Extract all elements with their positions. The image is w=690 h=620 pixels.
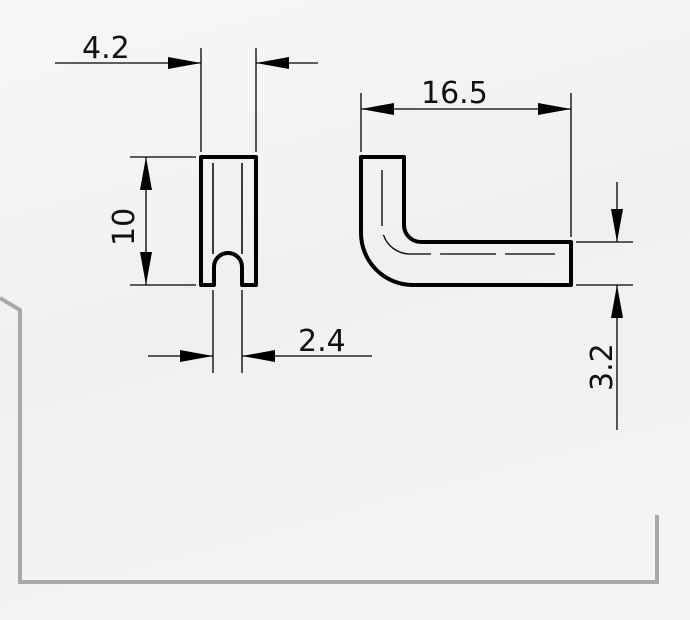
front-view: 4.2 10 2.4 [55,31,372,373]
side-view-hidden-line [381,170,555,255]
dim-42-arrow-right [256,57,289,69]
side-view-outline [359,155,573,287]
dim-165-arrow-left [361,103,394,115]
dim-42-arrow-left [168,57,201,69]
dim-42-label: 4.2 [82,31,130,66]
dim-10-arrow-top [140,157,152,190]
side-view: 16.5 3.2 [359,76,633,430]
dim-32-arrow-bottom [611,285,623,318]
dim-165-arrow-right [538,103,571,115]
front-view-outline [199,155,258,287]
dim-32-arrow-top [611,209,623,242]
dim-10-arrow-bottom [140,252,152,285]
dim-10-label: 10 [107,208,142,246]
dim-24-arrow-right [242,350,275,362]
dim-165-label: 16.5 [421,76,488,111]
sheet-frame [0,296,659,584]
dim-24-label: 2.4 [298,324,346,359]
dim-32-label: 3.2 [585,343,620,391]
dim-24-arrow-left [180,350,213,362]
